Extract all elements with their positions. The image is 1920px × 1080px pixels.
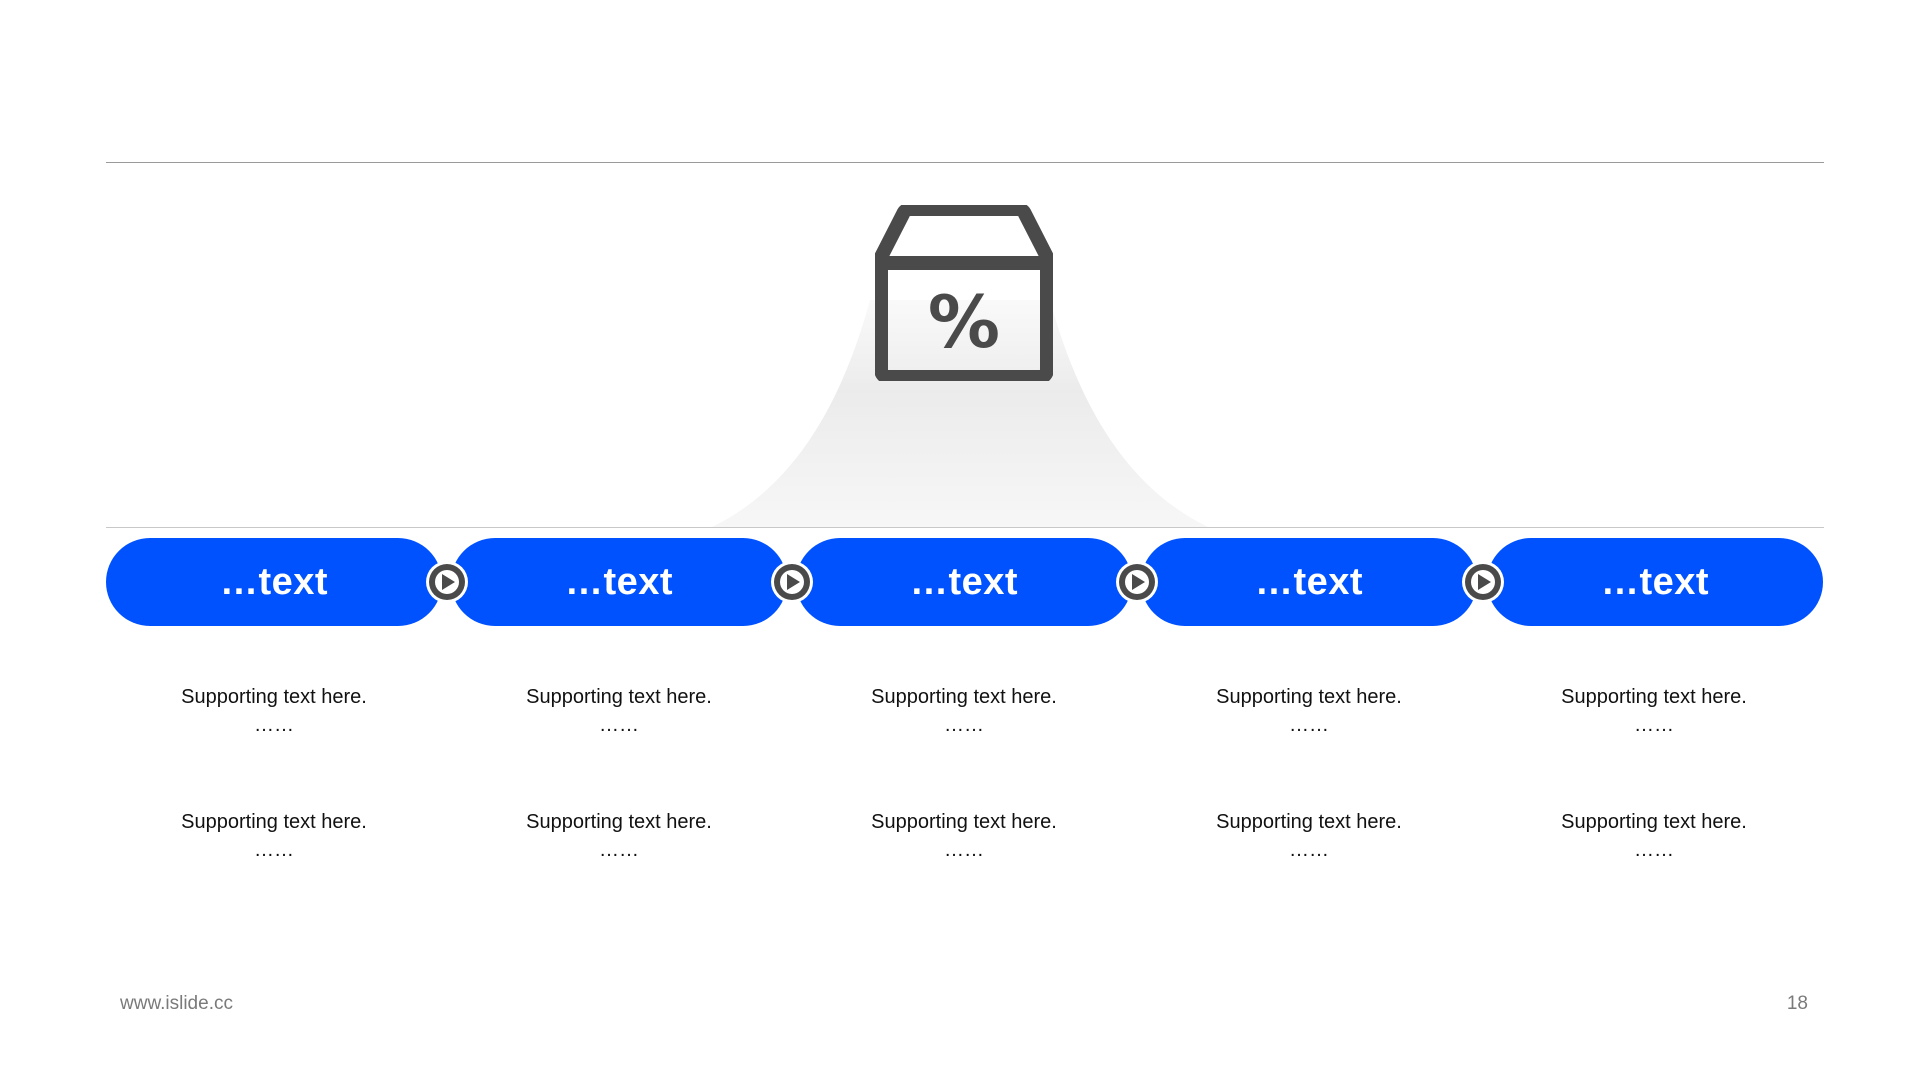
step-3-description: Supporting text here. …… Supporting text… (814, 684, 1114, 865)
spotlight-glow (710, 300, 1210, 528)
step-label-4: …text (1254, 560, 1364, 603)
footer-url: www.islide.cc (120, 993, 233, 1014)
middle-divider (106, 527, 1824, 528)
step-label-1: …text (219, 560, 329, 603)
step-pill-4: …text (1141, 538, 1477, 626)
supporting-text: Supporting text here. (1561, 686, 1747, 708)
step-label-2: …text (564, 560, 674, 603)
ellipsis: …… (254, 714, 294, 736)
step-4-description: Supporting text here. …… Supporting text… (1159, 684, 1459, 865)
step-pill-2: …text (451, 538, 787, 626)
supporting-text: Supporting text here. (181, 811, 367, 833)
ellipsis: …… (599, 839, 639, 861)
step-5-description: Supporting text here. …… Supporting text… (1504, 684, 1804, 865)
step-1-description: Supporting text here. …… Supporting text… (124, 684, 424, 865)
ellipsis: …… (1634, 714, 1674, 736)
supporting-text: Supporting text here. (181, 686, 367, 708)
step-label-3: …text (909, 560, 1019, 603)
step-pill-1: …text (106, 538, 442, 626)
play-arrow-icon (1116, 561, 1158, 603)
supporting-text: Supporting text here. (1561, 811, 1747, 833)
page-number: 18 (1786, 993, 1808, 1014)
supporting-text: Supporting text here. (871, 811, 1057, 833)
ellipsis: …… (1289, 714, 1329, 736)
ellipsis: …… (1634, 839, 1674, 861)
step-2-description: Supporting text here. …… Supporting text… (469, 684, 769, 865)
play-arrow-icon (426, 561, 468, 603)
ellipsis: …… (599, 714, 639, 736)
supporting-text: Supporting text here. (1216, 811, 1402, 833)
percent-box-icon: % (875, 205, 1053, 381)
step-pill-3: …text (796, 538, 1132, 626)
percent-glyph: % (928, 280, 1000, 364)
supporting-text: Supporting text here. (1216, 686, 1402, 708)
supporting-text: Supporting text here. (526, 686, 712, 708)
ellipsis: …… (944, 839, 984, 861)
top-divider (106, 162, 1824, 163)
supporting-text: Supporting text here. (871, 686, 1057, 708)
play-arrow-icon (771, 561, 813, 603)
step-pill-5: …text (1487, 538, 1823, 626)
ellipsis: …… (254, 839, 294, 861)
play-arrow-icon (1462, 561, 1504, 603)
supporting-text: Supporting text here. (526, 811, 712, 833)
step-label-5: …text (1600, 560, 1710, 603)
ellipsis: …… (1289, 839, 1329, 861)
ellipsis: …… (944, 714, 984, 736)
